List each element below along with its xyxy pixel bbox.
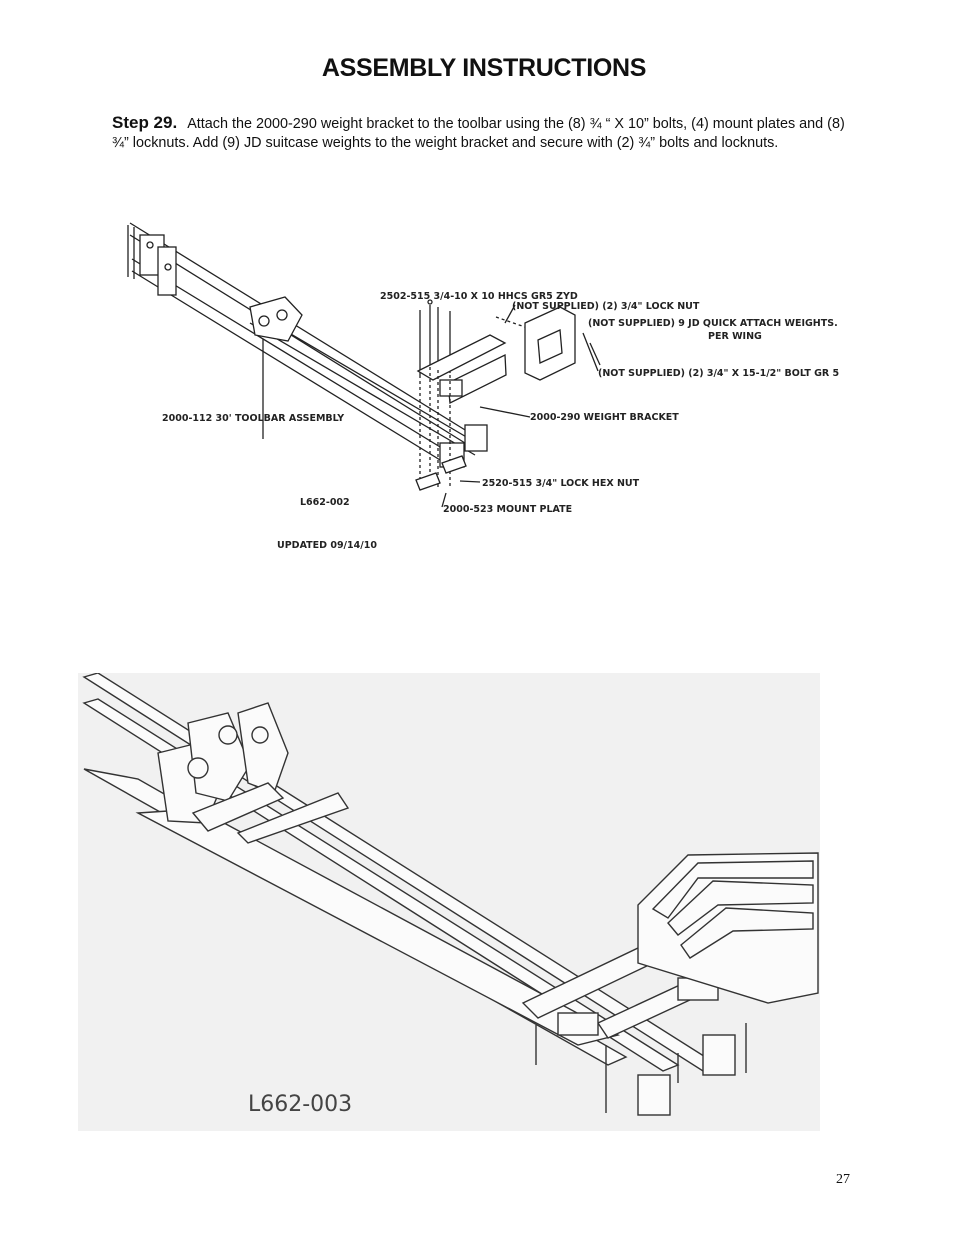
page-title: ASSEMBLY INSTRUCTIONS	[321, 54, 647, 82]
callout-per-wing: PER WING	[708, 331, 762, 342]
callout-bolt-gr5: (NOT SUPPLIED) (2) 3/4" X 15-1/2" BOLT G…	[598, 368, 839, 379]
exploded-assembly-drawing: 2502-515 3/4-10 X 10 HHCS GR5 ZYD (NOT S…	[127, 222, 839, 551]
callout-mount-plate: 2000-523 MOUNT PLATE	[443, 504, 572, 515]
drawing-id-l662-003: L662-003	[248, 1092, 352, 1117]
step-text: Attach the 2000-290 weight bracket to th…	[112, 116, 845, 151]
assembled-view-drawing: L662-003	[78, 673, 820, 1131]
drawing-id-l662-002: L662-002	[300, 497, 350, 508]
page-number: 27	[836, 1172, 850, 1187]
callout-hex-nut: 2520-515 3/4" LOCK HEX NUT	[482, 478, 640, 489]
callout-bolt: 2502-515 3/4-10 X 10 HHCS GR5 ZYD	[380, 291, 578, 302]
step-label: Step 29.	[112, 113, 178, 132]
updated-date: UPDATED 09/14/10	[277, 540, 377, 551]
callout-lock-nut: (NOT SUPPLIED) (2) 3/4" LOCK NUT	[512, 301, 700, 312]
callout-bracket: 2000-290 WEIGHT BRACKET	[530, 412, 679, 423]
callout-weights: (NOT SUPPLIED) 9 JD QUICK ATTACH WEIGHTS…	[588, 318, 838, 329]
callout-toolbar: 2000-112 30' TOOLBAR ASSEMBLY	[162, 413, 344, 424]
step-instructions: Step 29.Attach the 2000-290 weight brack…	[112, 113, 850, 152]
